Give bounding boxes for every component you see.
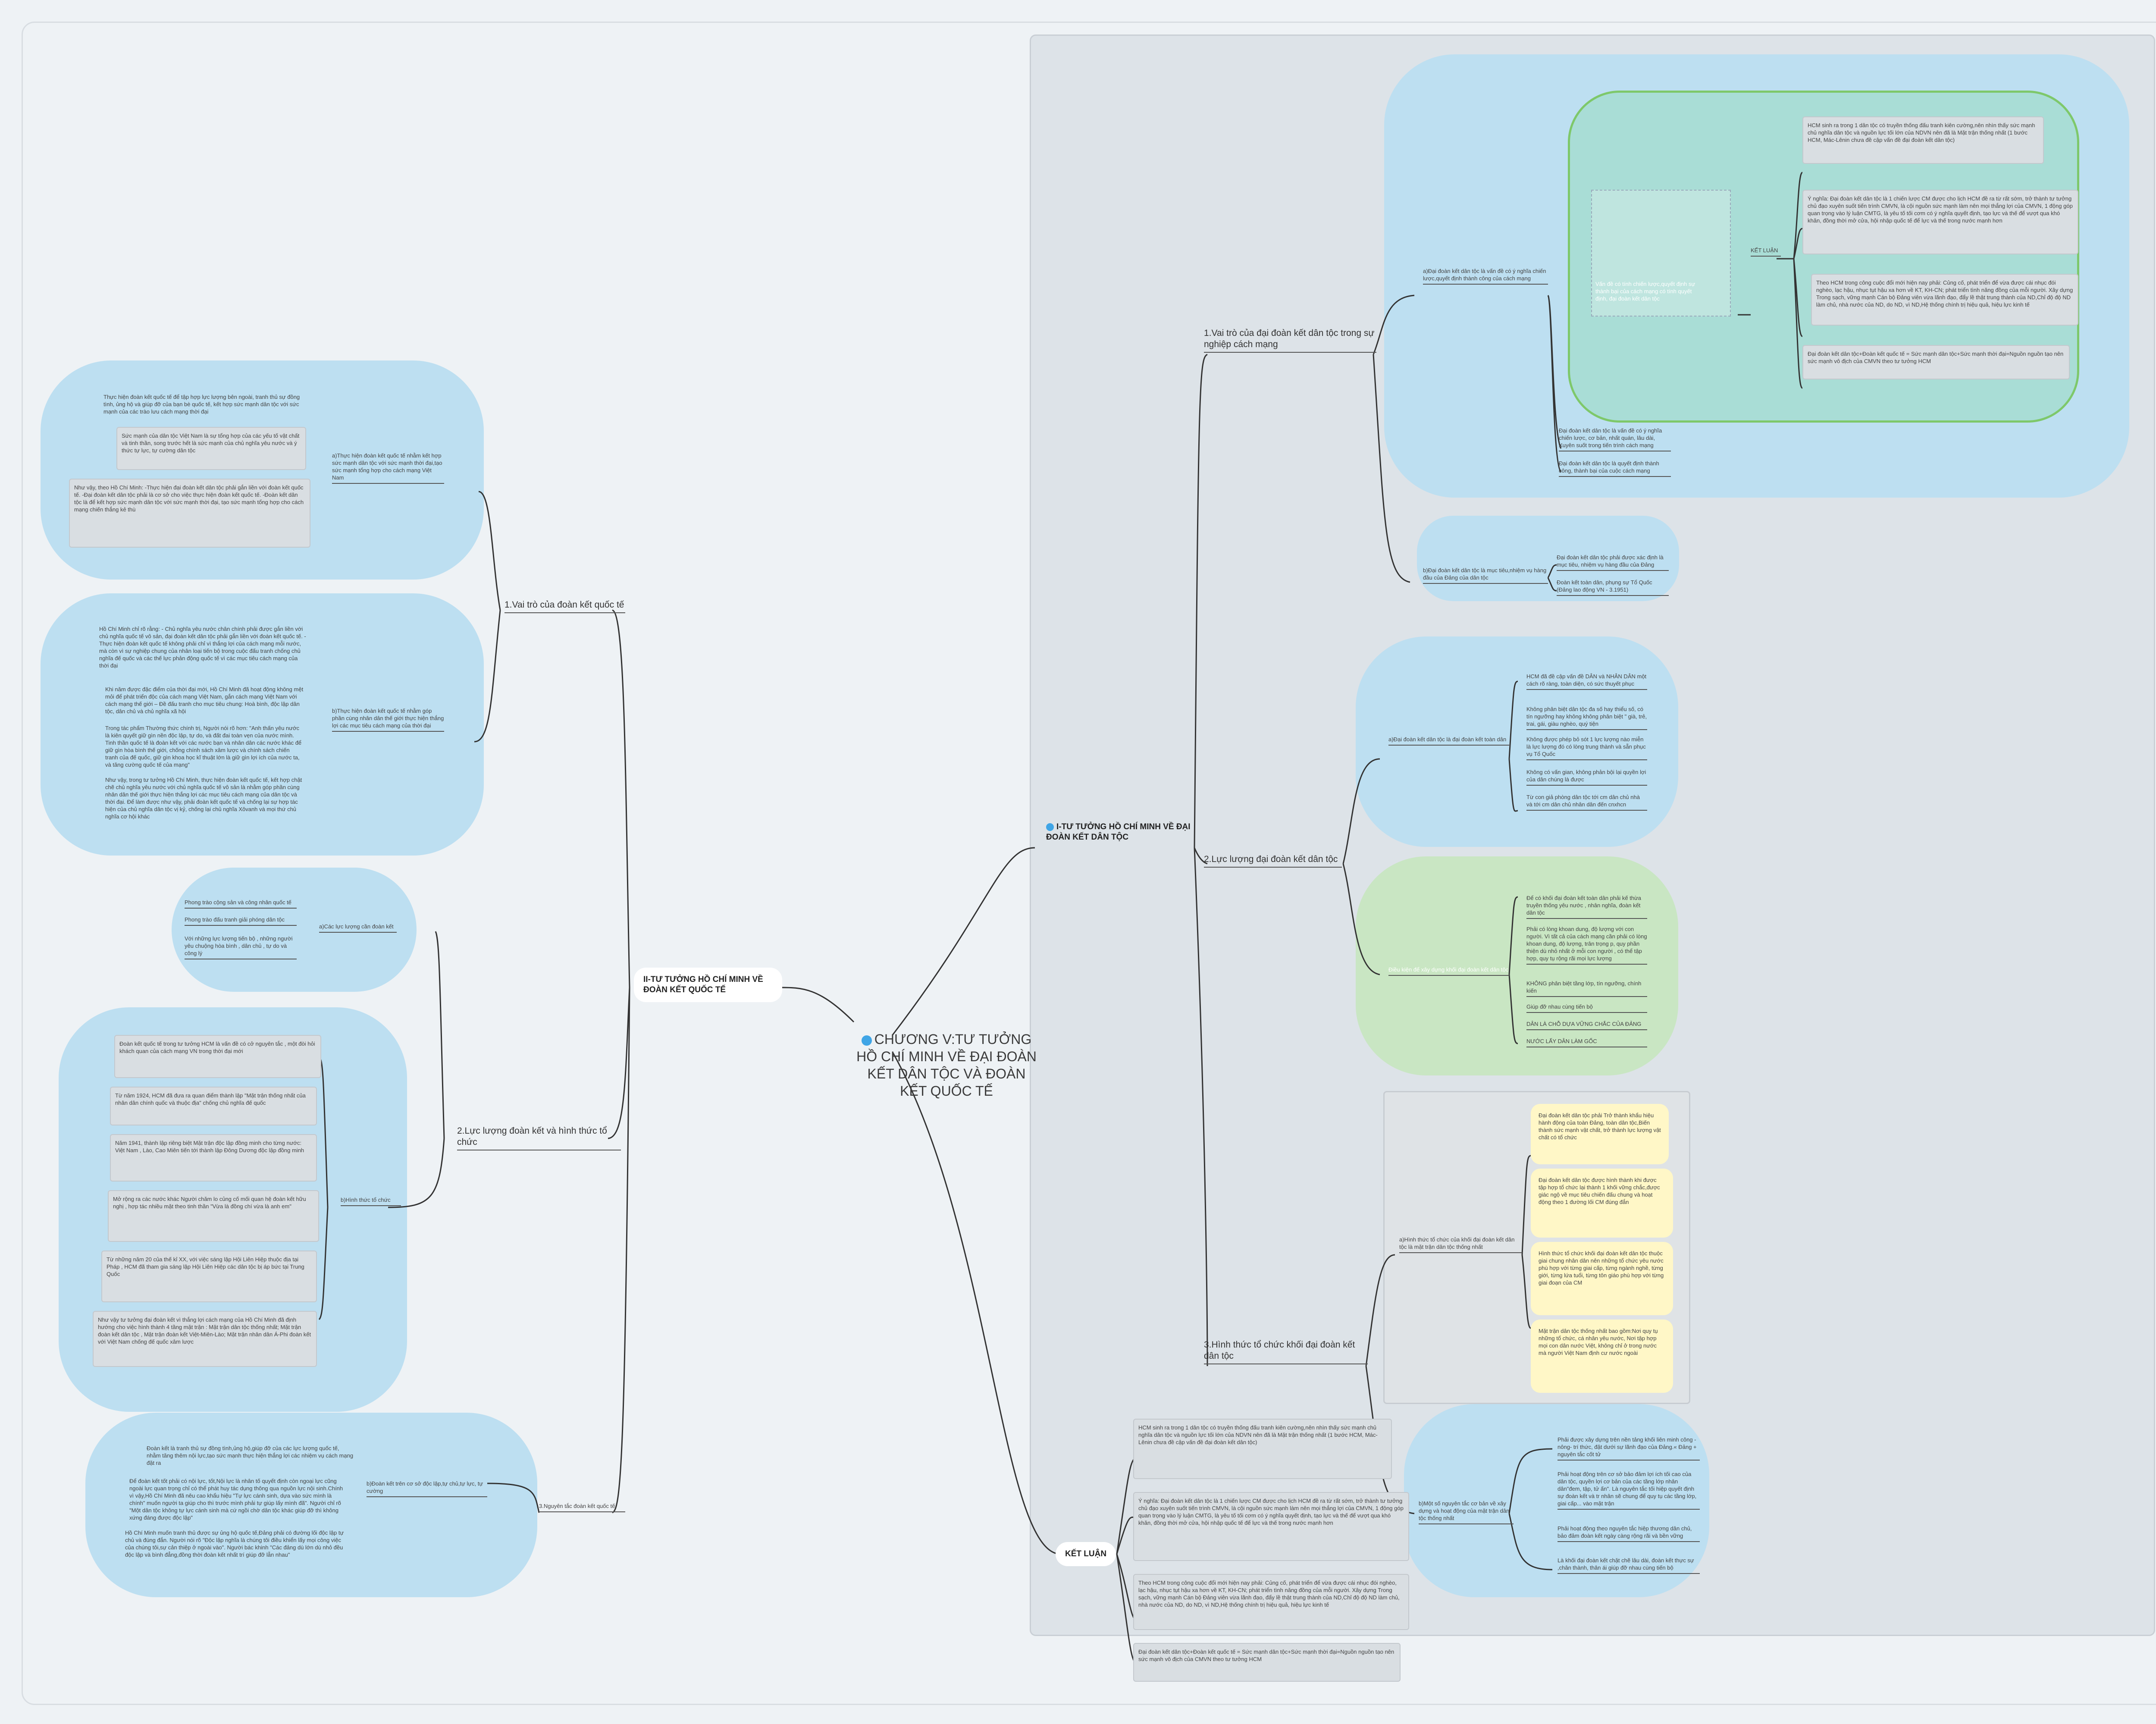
s2-b1-b[interactable]: b)Thực hiện đoàn kết quốc tế nhằm góp ph…	[332, 707, 444, 732]
s2-b2-b4: Mở rộng ra các nước khác Người chăm lo c…	[108, 1190, 319, 1242]
s2-b2-b3: Năm 1941, thành lập riêng biệt Mặt trận …	[110, 1134, 317, 1182]
s2-b1-a[interactable]: a)Thực hiện đoàn kết quốc tế nhằm kết hợ…	[332, 452, 444, 484]
s1-b2-a3[interactable]: Không được phép bỏ sót 1 lực lượng nào m…	[1526, 736, 1647, 760]
s1-b1-b[interactable]: b)Đại đoàn kết dân tộc là mục tiêu,nhiệm…	[1423, 567, 1548, 584]
s2-b2-label[interactable]: 2.Lực lượng đoàn kết và hình thức tổ chứ…	[457, 1125, 621, 1150]
s1-b2-c1[interactable]: Để có khối đại đoàn kết toàn dân phải kế…	[1526, 894, 1647, 919]
s2-b1-b3: Trong tác phẩm Thường thức chính trị, Ng…	[105, 725, 302, 768]
ketluan-inner-k3: Theo HCM trong công cuộc đổi mới hiện na…	[1811, 274, 2078, 326]
cloud-left-principle	[96, 1423, 527, 1587]
s2-b1-a3: Như vậy, theo Hồ Chí Minh: -Thực hiện đạ…	[69, 479, 310, 548]
s1-b3-b[interactable]: b)Một số nguyên tắc cơ bản về xây dựng v…	[1419, 1500, 1514, 1524]
s1-b3-b4[interactable]: Là khối đại đoàn kết chặt chẽ lâu dài, đ…	[1557, 1557, 1700, 1574]
s1-b1-b1[interactable]: Đại đoàn kết dân tộc phải được xác định …	[1557, 554, 1669, 571]
cloud-section2-c	[1366, 867, 1668, 1065]
s2-b1-a1: Thực hiện đoàn kết quốc tế để tập hợp lự…	[103, 394, 300, 415]
cloud-section2-a	[1366, 647, 1668, 837]
s2-b2-b2: Từ năm 1924, HCM đã đưa ra quan điểm thà…	[110, 1087, 317, 1125]
image-caption: Vấn đề có tính chiến lược,quyết định sự …	[1595, 281, 1695, 302]
ketluan-inner-k4: Đại đoàn kết dân tộc+Đoàn kết quốc tế = …	[1802, 345, 2070, 379]
ketluan-k1: HCM sinh ra trong 1 dân tộc có truyền th…	[1133, 1419, 1392, 1479]
section2-title[interactable]: II-TƯ TƯỞNG HỒ CHÍ MINH VỀ ĐOÀN KẾT QUỐC…	[634, 968, 782, 1002]
ketluan-k3: Theo HCM trong công cuộc đổi mới hiện na…	[1133, 1574, 1409, 1630]
s2-b2-a2[interactable]: Phong trào đấu tranh giải phóng dân tộc	[185, 916, 297, 926]
section1-title[interactable]: I-TƯ TƯỞNG HỒ CHÍ MINH VỀ ĐẠI ĐOÀN KẾT D…	[1046, 822, 1191, 842]
s1-b1-b2[interactable]: Đoàn kết toàn dân, phụng sự Tổ Quốc (Đản…	[1557, 579, 1669, 596]
s2-b2-b6: Như vậy tư tưởng đại đoàn kết vì thắng l…	[93, 1311, 317, 1367]
ketluan-k4: Đại đoàn kết dân tộc+Đoàn kết quốc tế = …	[1133, 1643, 1401, 1682]
s2-b1-label[interactable]: 1.Vai trò của đoàn kết quốc tế	[505, 599, 625, 613]
s1-b2-a5[interactable]: Từ con giả phòng dân tộc tới cm dân chủ …	[1526, 793, 1647, 811]
s1-b2-c5[interactable]: DÂN LÀ CHỖ DỰA VỮNG CHẮC CỦA ĐẢNG	[1526, 1020, 1647, 1030]
ketluan-inner-label[interactable]: KẾT LUẬN	[1751, 247, 1781, 257]
s2-b2-b5: Từ những năm 20 của thế kỉ XX, với việc …	[101, 1251, 317, 1302]
s1-b3-b2[interactable]: Phải hoạt động trên cơ sở bảo đảm lợi íc…	[1557, 1470, 1700, 1510]
s1-b2-a2[interactable]: Không phân biệt dân tộc đa số hay thiểu …	[1526, 705, 1647, 730]
ketluan-k2: Ý nghĩa: Đại đoàn kết dân tộc là 1 chiến…	[1133, 1492, 1409, 1561]
root-title[interactable]: CHƯƠNG V:TƯ TƯỞNG HỒ CHÍ MINH VỀ ĐẠI ĐOÀ…	[856, 1031, 1037, 1099]
ketluan-inner-k2: Ý nghĩa: Đại đoàn kết dân tộc là 1 chiến…	[1802, 190, 2078, 254]
section1-dot-icon	[1046, 823, 1054, 831]
root-dot-icon	[861, 1035, 872, 1046]
cloud-left-b	[51, 604, 473, 845]
s1-b3-a[interactable]: a)Hình thức tổ chức của khối đại đoàn kế…	[1399, 1236, 1522, 1253]
s1-b2-a1[interactable]: HCM đã đề cập vấn đề DÂN và NHÂN DÂN một…	[1526, 673, 1647, 690]
s1-b2-c6[interactable]: NƯỚC LẤY DÂN LÀM GỐC	[1526, 1038, 1647, 1047]
s2-b1-a2: Sức mạnh của dân tộc Việt Nam là sự tổng…	[116, 427, 306, 470]
s1-b3-label[interactable]: 3.Hình thức tổ chức khối đại đoàn kết dâ…	[1204, 1339, 1368, 1364]
s2-b1-b2: Khi năm được đặc điểm của thời đại mới, …	[105, 686, 304, 715]
s2-b3-a[interactable]: b)Đoàn kết trên cơ sở độc lập,tự chủ,tự …	[367, 1480, 487, 1497]
s2-b3-a1: Đoàn kết là tranh thủ sự đồng tình,ủng h…	[147, 1445, 354, 1466]
ketluan-inner-k1: HCM sinh ra trong 1 dân tộc có truyền th…	[1802, 116, 2044, 164]
s2-b1-b4: Như vậy, trong tư tưởng Hồ Chí Minh, thự…	[105, 777, 302, 820]
ketluan-title[interactable]: KẾT LUẬN	[1056, 1542, 1116, 1566]
cloud-section1-b	[1427, 526, 1669, 591]
s2-b2-a[interactable]: a)Các lực lượng cần đoàn kết	[319, 923, 397, 933]
s1-b3-b3[interactable]: Phải hoạt động theo nguyên tắc hiệp thươ…	[1557, 1525, 1700, 1542]
cloud-nguyen-tac	[1414, 1414, 1699, 1587]
s1-b2-label[interactable]: 2.Lực lượng đại đoàn kết dân tộc	[1204, 854, 1342, 868]
s1-b1-s1[interactable]: Đại đoàn kết dân tộc là vấn đề có ý nghĩ…	[1559, 427, 1671, 451]
s1-b1-label[interactable]: 1.Vai trò của đại đoàn kết dân tộc trong…	[1204, 328, 1376, 353]
s1-b3-b1[interactable]: Phải được xây dựng trên nền tảng khối li…	[1557, 1436, 1700, 1461]
s2-b3-a2: Để đoàn kết tốt phải có nội lực, tốt,Nội…	[129, 1478, 343, 1521]
s1-b2-c[interactable]: Điều kiện để xây dựng khối đại đoàn kết …	[1388, 966, 1509, 976]
s1-b2-a[interactable]: a)Đại đoàn kết dân tộc là đại đoàn kết t…	[1388, 736, 1509, 746]
s2-b2-b1: Đoàn kết quốc tế trong tư tưởng HCM là v…	[114, 1035, 321, 1078]
s1-b2-a4[interactable]: Không có vấn gian, không phản bội lại qu…	[1526, 768, 1647, 786]
s1-b3-y2: Đại đoàn kết dân tộc được hình thành khi…	[1531, 1169, 1673, 1238]
s1-b3-y1: Đại đoàn kết dân tộc phải Trở thành khẩu…	[1531, 1104, 1669, 1164]
s1-b2-c2[interactable]: Phải có lòng khoan dung, độ lượng với co…	[1526, 925, 1647, 965]
s2-b3-a3: Hồ Chí Minh muốn tranh thủ được sự ủng h…	[125, 1530, 344, 1558]
s1-b2-c3[interactable]: KHÔNG phân biệt tầng lớp, tín ngưỡng, ch…	[1526, 980, 1647, 997]
s1-b1-s2[interactable]: Đại đoàn kết dân tộc là quyết định thành…	[1559, 460, 1671, 477]
s1-b3-y3: Hình thức tổ chức khối đại đoàn kết dân …	[1531, 1242, 1673, 1315]
s2-b2-b[interactable]: b)Hình thức tổ chức	[341, 1196, 401, 1206]
s2-b1-b1: Hồ Chí Minh chỉ rõ rằng: - Chủ nghĩa yêu…	[99, 626, 306, 669]
s1-b3-y4: Mặt trận dân tộc thống nhất bao gồm:Nơi …	[1531, 1320, 1673, 1393]
cloud-left-forces	[182, 878, 406, 981]
s2-b2-a1[interactable]: Phong trào cộng sản và công nhân quốc tế	[185, 899, 297, 909]
s2-b2-a3[interactable]: Với những lực lượng tiến bộ , những ngườ…	[185, 935, 297, 959]
s1-b2-c4[interactable]: Giúp đỡ nhau cùng tiến bộ	[1526, 1003, 1647, 1013]
image-placeholder	[1591, 190, 1731, 317]
s2-b3-label[interactable]: 3.Nguyên tắc đoàn kết quốc tế	[539, 1502, 625, 1512]
s1-b1-a[interactable]: a)Đại đoàn kết dân tộc là vấn đề có ý ng…	[1423, 267, 1548, 285]
